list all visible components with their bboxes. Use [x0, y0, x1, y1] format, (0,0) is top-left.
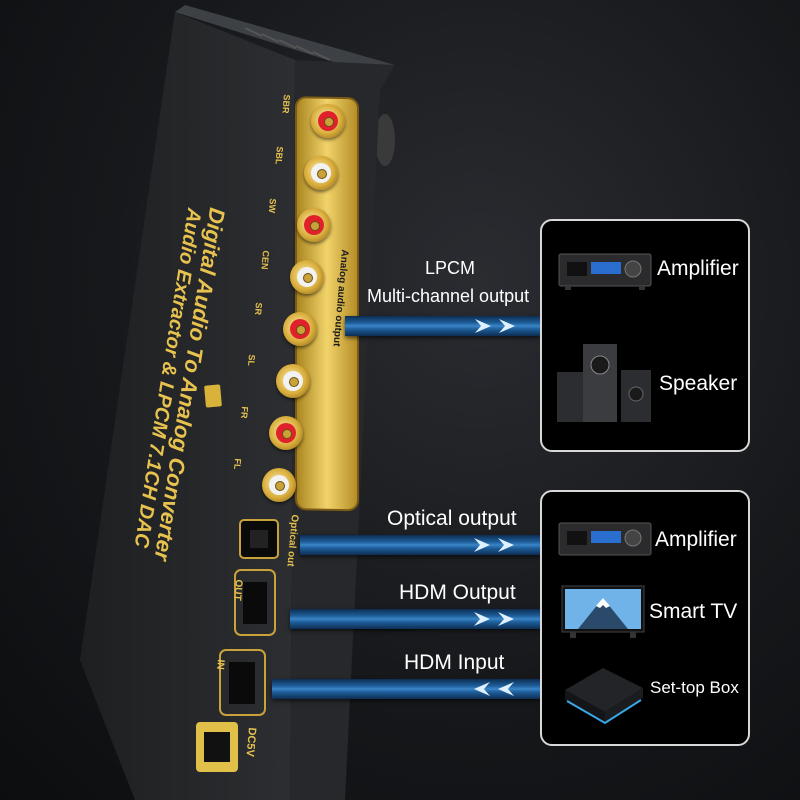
- multichannel-label: Multi-channel output: [367, 286, 530, 306]
- tv-icon: [561, 585, 645, 638]
- lpcm-label: LPCM: [425, 258, 476, 278]
- rca-label-cen: CEN: [259, 250, 271, 270]
- device-label-smart-tv: Smart TV: [649, 600, 738, 623]
- cable-hdmi-input: [272, 679, 540, 699]
- hdmi-in-label: IN: [214, 659, 226, 670]
- rca-port-sl: [276, 364, 310, 398]
- rca-port-fr: [269, 416, 303, 450]
- rca-label-sbl: SBL: [273, 146, 285, 165]
- rca-label-sr: SR: [252, 302, 264, 316]
- rca-label-fr: FR: [238, 406, 250, 419]
- hdmi-out-label: OUT: [231, 579, 244, 602]
- rca-port-sbr: [311, 104, 345, 138]
- rca-port-sw: [297, 208, 331, 242]
- device-label-amplifier-bottom: Amplifier: [655, 528, 737, 551]
- rca-port-sbl: [304, 156, 338, 190]
- rca-label-sbr: SBR: [280, 94, 292, 114]
- device-label-speaker: Speaker: [659, 372, 738, 395]
- rca-label-fl: FL: [232, 458, 243, 470]
- optical-output-label: Optical output: [387, 507, 517, 530]
- amplifier-icon: [558, 253, 652, 290]
- hdmi-output-label: HDM Output: [399, 581, 516, 604]
- speaker-icon: [557, 344, 651, 422]
- cable-hdmi-output: [290, 609, 540, 629]
- cable-lpcm: [345, 316, 540, 336]
- rca-label-sl: SL: [246, 354, 257, 367]
- rca-label-sw: SW: [266, 198, 278, 214]
- rca-port-sr: [283, 312, 317, 346]
- hdmi-input-label: HDM Input: [404, 651, 505, 674]
- device-label-amplifier-top: Amplifier: [657, 257, 739, 280]
- amplifier-icon: [558, 522, 652, 556]
- cable-optical: [300, 535, 540, 555]
- rca-port-fl: [262, 468, 296, 502]
- settop-box-icon: [565, 668, 643, 725]
- rca-port-cen: [290, 260, 324, 294]
- device-label-settop-box: Set-top Box: [650, 678, 739, 697]
- power-label: DC5V: [243, 726, 258, 758]
